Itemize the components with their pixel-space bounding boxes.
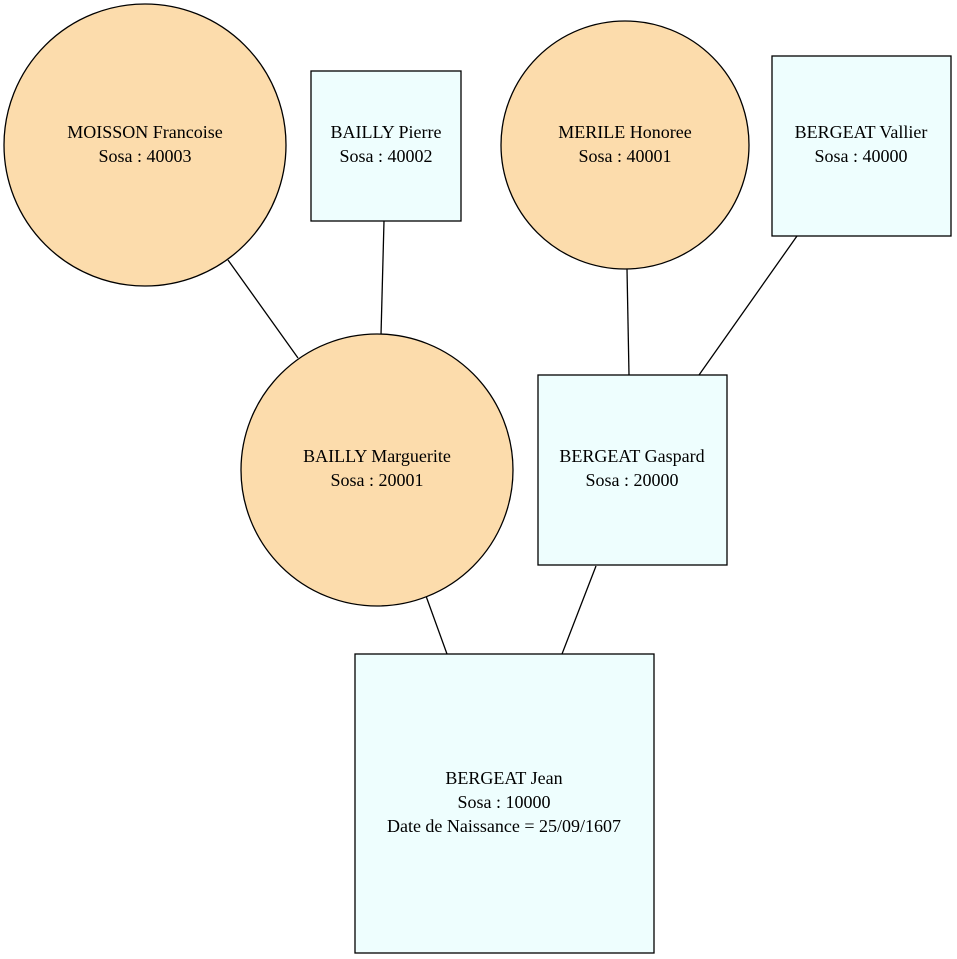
male-node-box — [310, 70, 462, 222]
person-node-40002[interactable]: BAILLY Pierre Sosa : 40002 — [310, 70, 462, 222]
person-sosa: Sosa : 10000 — [457, 792, 550, 812]
female-node-circle — [3, 3, 287, 287]
female-node-circle — [240, 333, 514, 607]
person-node-40003[interactable]: MOISSON Francoise Sosa : 40003 — [3, 3, 287, 287]
male-node-box — [537, 374, 728, 566]
person-sosa: Sosa : 20001 — [330, 470, 423, 490]
edge-40003-to-20001 — [227, 259, 299, 359]
person-name: MERILE Honoree — [558, 122, 691, 142]
person-node-20001[interactable]: BAILLY Marguerite Sosa : 20001 — [240, 333, 514, 607]
person-node-40001[interactable]: MERILE Honoree Sosa : 40001 — [500, 20, 750, 270]
person-sosa: Sosa : 40003 — [98, 146, 191, 166]
person-name: BERGEAT Jean — [445, 768, 562, 788]
person-sosa: Sosa : 20000 — [585, 470, 678, 490]
edge-20000-to-10000 — [561, 565, 597, 655]
male-node-box — [354, 653, 655, 954]
edge-40001-to-20000 — [626, 268, 630, 376]
person-name: MOISSON Francoise — [67, 122, 223, 142]
person-node-10000[interactable]: BERGEAT Jean Sosa : 10000 Date de Naissa… — [354, 653, 655, 954]
person-name: BAILLY Pierre — [331, 122, 442, 142]
person-sosa: Sosa : 40002 — [339, 146, 432, 166]
person-name: BERGEAT Vallier — [795, 122, 928, 142]
male-node-box — [771, 55, 952, 237]
person-name: BERGEAT Gaspard — [559, 446, 704, 466]
edge-20001-to-10000 — [425, 595, 448, 655]
person-sosa: Sosa : 40001 — [578, 146, 671, 166]
female-node-circle — [500, 20, 750, 270]
edge-40002-to-20001 — [380, 220, 385, 336]
person-node-20000[interactable]: BERGEAT Gaspard Sosa : 20000 — [537, 374, 728, 566]
person-sosa: Sosa : 40000 — [814, 146, 907, 166]
person-node-40000[interactable]: BERGEAT Vallier Sosa : 40000 — [771, 55, 952, 237]
person-name: BAILLY Marguerite — [303, 446, 451, 466]
person-birth-date: Date de Naissance = 25/09/1607 — [387, 816, 621, 836]
tree-edges — [227, 220, 798, 655]
edge-40000-to-20000 — [698, 235, 798, 376]
